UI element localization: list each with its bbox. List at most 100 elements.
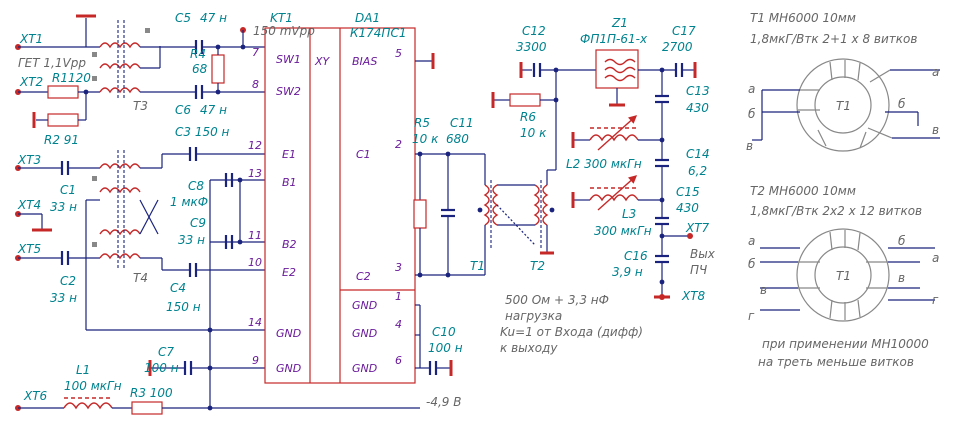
c11-value: 680 xyxy=(446,132,469,146)
pin-num-2: 2 xyxy=(395,138,402,151)
r5-label: R5 xyxy=(414,116,430,130)
r6-resistor xyxy=(509,93,541,107)
r4-resistor xyxy=(211,54,225,84)
core2-pin-a: а xyxy=(748,234,755,248)
l2-label: L2 300 мкГн xyxy=(566,157,642,171)
c16-value: 3,9 н xyxy=(612,265,643,279)
core1-pin-a2: а xyxy=(932,65,939,79)
c17-label: C17 xyxy=(672,24,696,38)
xt8-terminal xyxy=(659,294,665,300)
t1-toroid-drawing xyxy=(752,58,940,152)
pin-b2: B2 xyxy=(282,238,297,251)
core2-pin-v2: в xyxy=(898,271,905,285)
c6-label: C6 xyxy=(175,103,191,117)
pin-num-4: 4 xyxy=(395,318,402,331)
c7-value: 100 н xyxy=(144,361,179,375)
out-label-2: ПЧ xyxy=(690,263,707,277)
c4-value: 150 н xyxy=(166,300,201,314)
xt8-label: XT8 xyxy=(681,289,706,303)
c11-label: C11 xyxy=(450,116,474,130)
c1-label: C1 xyxy=(60,183,76,197)
r1-label: R1120 xyxy=(52,71,91,85)
pin-bias: BIAS xyxy=(352,55,377,68)
xt7-label: XT7 xyxy=(685,221,710,235)
l3-value: 300 мкГн xyxy=(594,224,652,238)
c15-value: 430 xyxy=(676,201,699,215)
winding-legend: T1 МН6000 10мм 1,8мкГ/Втк 2+1 х 8 витков… xyxy=(746,11,940,369)
xt4-label: XT4 xyxy=(17,198,41,212)
r6-label: R6 xyxy=(520,110,536,124)
c13-label: C13 xyxy=(686,84,710,98)
load-note-1: 500 Ом + 3,3 нФ xyxy=(505,293,609,307)
pin-num-1: 1 xyxy=(395,290,402,303)
load-note-3: Ku=1 от Входа (дифф) xyxy=(500,325,643,339)
r4-label: R4 xyxy=(190,47,206,61)
output-section: R5 10 к C11 680 C10 100 н -4,9 В xyxy=(412,24,643,409)
c17-value: 2700 xyxy=(662,40,693,54)
core2-pin-b2: б xyxy=(898,234,906,248)
pin-num-5: 5 xyxy=(395,47,402,60)
pin-e1: E1 xyxy=(282,148,296,161)
load-note-4: к выходу xyxy=(500,341,558,355)
r4-value: 68 xyxy=(192,62,208,76)
l3-label: L3 xyxy=(622,207,636,221)
l1-value: 100 мкГн xyxy=(64,379,122,393)
core1-pin-v2: в xyxy=(932,123,939,137)
c15-label: C15 xyxy=(676,185,700,199)
xt3-label: XT3 xyxy=(17,153,41,167)
t4-label: T4 xyxy=(133,271,148,285)
c10-label: C10 xyxy=(432,325,456,339)
load-note-2: нагрузка xyxy=(505,309,562,323)
pin-gnd14: GND xyxy=(276,327,301,340)
pin-num-7: 7 xyxy=(252,46,259,59)
legend-note-1: при применении МН10000 xyxy=(762,337,929,351)
pin-b1: B1 xyxy=(282,176,297,189)
t2-toroid-drawing xyxy=(760,228,935,322)
t1-title: T1 МН6000 10мм xyxy=(750,11,856,25)
pin-c1: C1 xyxy=(356,148,371,161)
pin-num-14: 14 xyxy=(248,316,262,329)
c13-value: 430 xyxy=(686,101,709,115)
pin-num-11: 11 xyxy=(248,229,262,242)
r2-label: R2 91 xyxy=(44,133,79,147)
core2-pin-a2: а xyxy=(932,251,939,265)
r3-label: R3 100 xyxy=(130,386,173,400)
pin-num-10: 10 xyxy=(248,256,262,269)
c5-value: 47 н xyxy=(200,11,227,25)
pin-sw2: SW2 xyxy=(276,85,301,98)
core2-pin-v: в xyxy=(760,283,767,297)
z1-part: ФП1П-61-х xyxy=(580,32,648,46)
legend-note-2: на треть меньше витков xyxy=(758,355,914,369)
t1-t2-transformers xyxy=(477,154,555,275)
r2-resistor xyxy=(47,113,79,127)
c14-value: 6,2 xyxy=(688,164,707,178)
xt5-label: XT5 xyxy=(17,242,41,256)
core1-pin-a: а xyxy=(748,82,755,96)
xt1-label: XT1 xyxy=(19,32,43,46)
c12-value: 3300 xyxy=(516,40,547,54)
t2-label: T2 xyxy=(530,259,545,273)
da1-chip: KT1 150 mVpp DA1 К174ПС1 XY SW1 SW2 E1 B… xyxy=(248,11,416,384)
xy-label: XY xyxy=(314,55,331,68)
kt1-note: 150 mVpp xyxy=(253,24,315,38)
z1-filter-block xyxy=(595,49,639,89)
c9-value: 33 н xyxy=(178,233,205,247)
core2-pin-g2: г xyxy=(932,293,939,307)
pin-e2: E2 xyxy=(282,266,296,279)
r6-value: 10 к xyxy=(520,126,547,140)
core1-pin-b2: б xyxy=(898,97,906,111)
pin-gnd4: GND xyxy=(352,327,377,340)
c4-label: C4 xyxy=(170,281,186,295)
c10-value: 100 н xyxy=(428,341,463,355)
pin-gnd9: GND xyxy=(276,362,301,375)
pin-num-13: 13 xyxy=(248,167,262,180)
core1-label: T1 xyxy=(836,99,851,113)
t2-spec: 1,8мкГ/Втк 2х2 х 12 витков xyxy=(750,204,922,218)
c8-value: 1 мкФ xyxy=(170,195,208,209)
c2-value: 33 н xyxy=(50,291,77,305)
c16-label: C16 xyxy=(624,249,648,263)
pin-num-3: 3 xyxy=(395,261,402,274)
xt2-label: XT2 xyxy=(19,75,43,89)
pin-num-12: 12 xyxy=(248,139,262,152)
